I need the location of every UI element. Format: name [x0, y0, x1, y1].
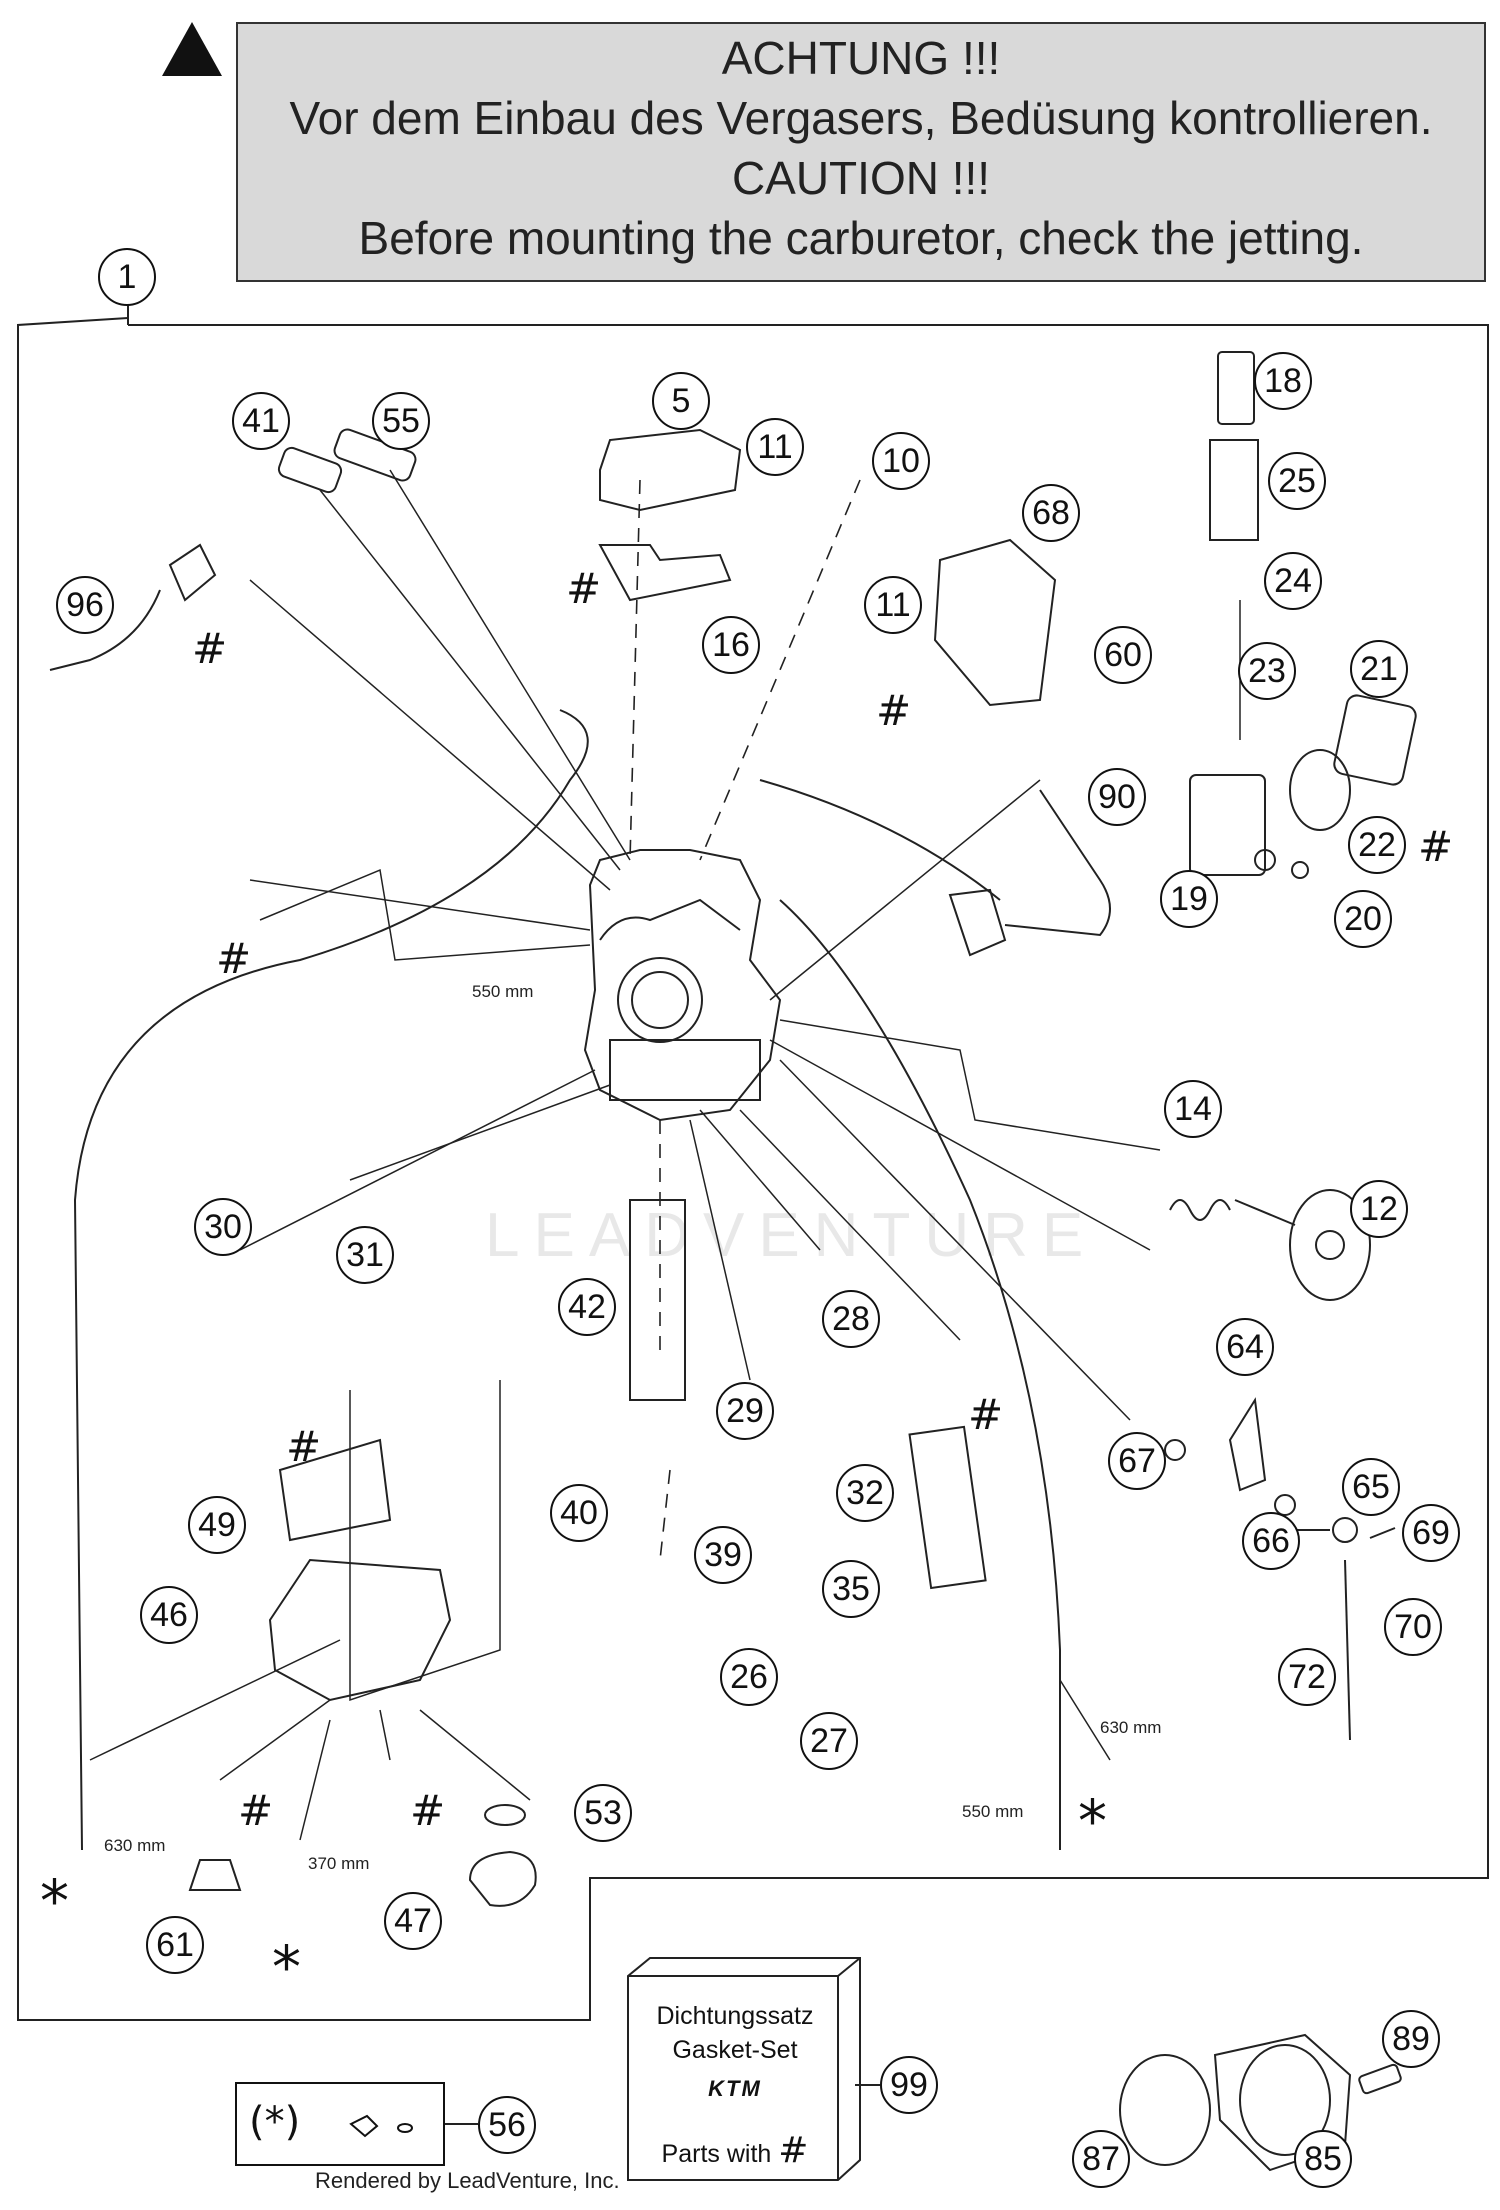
- callout-16[interactable]: 16: [702, 616, 760, 674]
- callout-40[interactable]: 40: [550, 1484, 608, 1542]
- small-parts-kit-box: (*): [235, 2082, 445, 2166]
- assembly-frame: [17, 317, 1489, 2021]
- caution-line-de-title: ACHTUNG !!!: [721, 32, 1001, 84]
- gasket-mark: #: [192, 624, 228, 673]
- callout-18[interactable]: 18: [1254, 352, 1312, 410]
- callout-49[interactable]: 49: [188, 1496, 246, 1554]
- callout-35[interactable]: 35: [822, 1560, 880, 1618]
- ktm-logo: KTM: [708, 2076, 762, 2101]
- callout-47[interactable]: 47: [384, 1892, 442, 1950]
- callout-27[interactable]: 27: [800, 1712, 858, 1770]
- footer-credit: Rendered by LeadVenture, Inc.: [315, 2168, 620, 2193]
- caution-banner: ACHTUNG !!! Vor dem Einbau des Vergasers…: [236, 22, 1486, 282]
- caution-line-en-text: Before mounting the carburetor, check th…: [358, 212, 1364, 264]
- gasket-mark: #: [286, 1422, 322, 1471]
- throttle-cable-left: [73, 709, 589, 1851]
- gasket-set-en: Gasket-Set: [672, 2036, 798, 2064]
- caution-line-en-title: CAUTION !!!: [731, 152, 991, 204]
- callout-11-top[interactable]: 11: [746, 418, 804, 476]
- gasket-set-box: Dichtungssatz Gasket-Set KTM Parts with …: [625, 1960, 855, 2180]
- callout-68[interactable]: 68: [1022, 484, 1080, 542]
- callout-46[interactable]: 46: [140, 1586, 198, 1644]
- callout-56[interactable]: 56: [478, 2096, 536, 2154]
- callout-41[interactable]: 41: [232, 392, 290, 450]
- callout-60[interactable]: 60: [1094, 626, 1152, 684]
- caution-line-de-text: Vor dem Einbau des Vergasers, Bedüsung k…: [289, 92, 1433, 144]
- float-bowl: [268, 1558, 452, 1702]
- callout-29[interactable]: 29: [716, 1382, 774, 1440]
- kit-star-mark: *: [1078, 1787, 1107, 1855]
- callout-20[interactable]: 20: [1334, 890, 1392, 948]
- parts-with-label: Parts with #: [625, 2130, 845, 2171]
- callout-5[interactable]: 5: [652, 372, 710, 430]
- callout-65[interactable]: 65: [1342, 1458, 1400, 1516]
- callout-12[interactable]: 12: [1350, 1180, 1408, 1238]
- carburetor-body: [583, 849, 782, 1122]
- callout-67[interactable]: 67: [1108, 1432, 1166, 1490]
- callout-55[interactable]: 55: [372, 392, 430, 450]
- gasket-mark: #: [876, 686, 912, 735]
- callout-19[interactable]: 19: [1160, 870, 1218, 928]
- gasket-set-de: Dichtungssatz: [656, 2002, 814, 2030]
- callout-66[interactable]: 66: [1242, 1512, 1300, 1570]
- callout-28[interactable]: 28: [822, 1290, 880, 1348]
- length-label-370: 370 mm: [308, 1854, 370, 1873]
- gasket-mark: #: [1418, 822, 1454, 871]
- gasket-mark: #: [778, 2130, 809, 2171]
- small-parts-icon: [349, 2114, 413, 2138]
- callout-14[interactable]: 14: [1164, 1080, 1222, 1138]
- callout-26[interactable]: 26: [720, 1648, 778, 1706]
- callout-39[interactable]: 39: [694, 1526, 752, 1584]
- callout-25[interactable]: 25: [1268, 452, 1326, 510]
- gasket-mark: #: [238, 1786, 274, 1835]
- callout-90[interactable]: 90: [1088, 768, 1146, 826]
- callout-64[interactable]: 64: [1216, 1318, 1274, 1376]
- callout-72[interactable]: 72: [1278, 1648, 1336, 1706]
- callout-11-bottom[interactable]: 11: [864, 576, 922, 634]
- callout-69[interactable]: 69: [1402, 1504, 1460, 1562]
- callout-53[interactable]: 53: [574, 1784, 632, 1842]
- callout-30[interactable]: 30: [194, 1198, 252, 1256]
- length-label-550-right: 550 mm: [962, 1802, 1024, 1821]
- throttle-cable-right: [779, 899, 1061, 1850]
- callout-21[interactable]: 21: [1350, 640, 1408, 698]
- callout-1[interactable]: 1: [98, 248, 156, 306]
- callout-70[interactable]: 70: [1384, 1598, 1442, 1656]
- length-label-630-left: 630 mm: [104, 1836, 166, 1855]
- parts-with-text: Parts with: [661, 2140, 772, 2168]
- callout-61[interactable]: 61: [146, 1916, 204, 1974]
- callout-42[interactable]: 42: [558, 1278, 616, 1336]
- callout-23[interactable]: 23: [1238, 642, 1296, 700]
- gasket-mark: #: [968, 1390, 1004, 1439]
- callout-10[interactable]: 10: [872, 432, 930, 490]
- callout-96[interactable]: 96: [56, 576, 114, 634]
- gasket-mark: #: [216, 934, 252, 983]
- kit-star-mark: *: [272, 1933, 301, 2001]
- kit-symbol: (*): [249, 2099, 301, 2145]
- callout-89[interactable]: 89: [1382, 2010, 1440, 2068]
- kit-star-mark: *: [40, 1867, 69, 1935]
- callout-85[interactable]: 85: [1294, 2130, 1352, 2188]
- callout-32[interactable]: 32: [836, 1464, 894, 1522]
- callout-22[interactable]: 22: [1348, 816, 1406, 874]
- warning-triangle-icon: [162, 22, 222, 76]
- callout-99[interactable]: 99: [880, 2056, 938, 2114]
- gasket-mark: #: [566, 564, 602, 613]
- gasket-mark: #: [410, 1786, 446, 1835]
- callout-87[interactable]: 87: [1072, 2130, 1130, 2188]
- callout-31[interactable]: 31: [336, 1226, 394, 1284]
- length-label-550-left: 550 mm: [472, 982, 534, 1001]
- callout-24[interactable]: 24: [1264, 552, 1322, 610]
- length-label-630-right: 630 mm: [1100, 1718, 1162, 1737]
